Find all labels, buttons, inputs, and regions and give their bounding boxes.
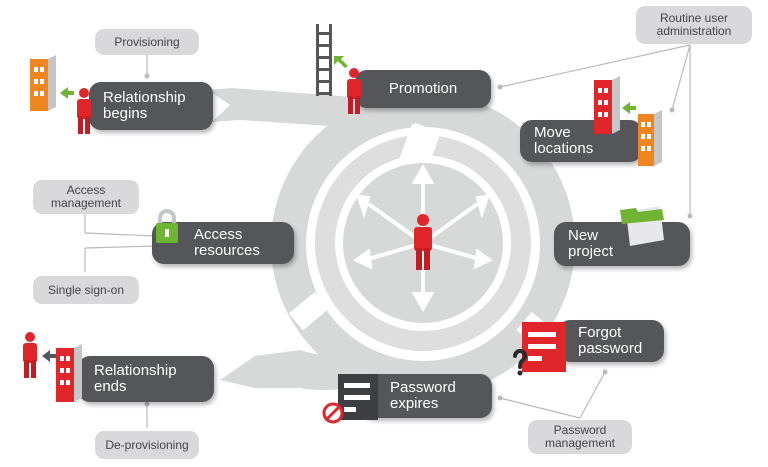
note-de-provisioning: De-provisioning: [95, 431, 199, 459]
password-form-icon: [338, 374, 378, 420]
center-arrows: [353, 163, 493, 313]
arrow-left-icon: [60, 87, 74, 99]
stage-relationship-begins-label: Relationship begins: [103, 89, 186, 122]
note-connectors: [84, 44, 691, 428]
person-icon: [77, 88, 91, 134]
stage-move-locations: Move locations: [520, 120, 642, 162]
stage-promotion-label: Promotion: [388, 80, 458, 97]
stage-password-expires: Password expires: [360, 374, 492, 418]
arrow-left-icon: [622, 102, 636, 114]
stage-new-project-label: New project: [568, 227, 614, 260]
building-icon: [594, 76, 620, 134]
stage-access-resources-label: Access resources: [194, 226, 260, 259]
ladder-icon: [316, 24, 332, 96]
stage-password-expires-label: Password expires: [390, 379, 456, 412]
note-provisioning: Provisioning: [95, 29, 199, 55]
stage-relationship-begins: Relationship begins: [89, 82, 213, 130]
stage-new-project: New project: [554, 222, 690, 266]
note-routine-user-administration: Routine user administration: [636, 6, 752, 44]
no-entry-icon: [322, 402, 344, 424]
building-icon: [30, 55, 56, 111]
arrow-left-icon: [42, 350, 56, 362]
stage-promotion: Promotion: [355, 70, 491, 108]
question-mark-icon: [513, 349, 527, 376]
stage-relationship-ends-label: Relationship ends: [94, 362, 177, 395]
stage-forgot-password: Forgot password: [558, 320, 664, 362]
note-access-management: Access management: [33, 180, 139, 214]
person-icon: [23, 332, 37, 378]
building-icon: [56, 344, 82, 402]
note-single-sign-on: Single sign-on: [33, 276, 139, 304]
stage-relationship-ends: Relationship ends: [78, 356, 214, 402]
lock-icon: [156, 209, 178, 243]
note-password-management: Password management: [528, 420, 632, 454]
password-form-icon: [522, 322, 566, 372]
building-icon: [638, 110, 662, 166]
center-person-icon: [414, 214, 432, 270]
person-icon: [347, 68, 361, 114]
arrow-up-right-icon: [334, 56, 348, 68]
stage-forgot-password-label: Forgot password: [578, 324, 643, 357]
folder-icon: [620, 206, 664, 246]
exit-arrow: [220, 350, 350, 390]
stage-move-locations-label: Move locations: [534, 124, 594, 157]
